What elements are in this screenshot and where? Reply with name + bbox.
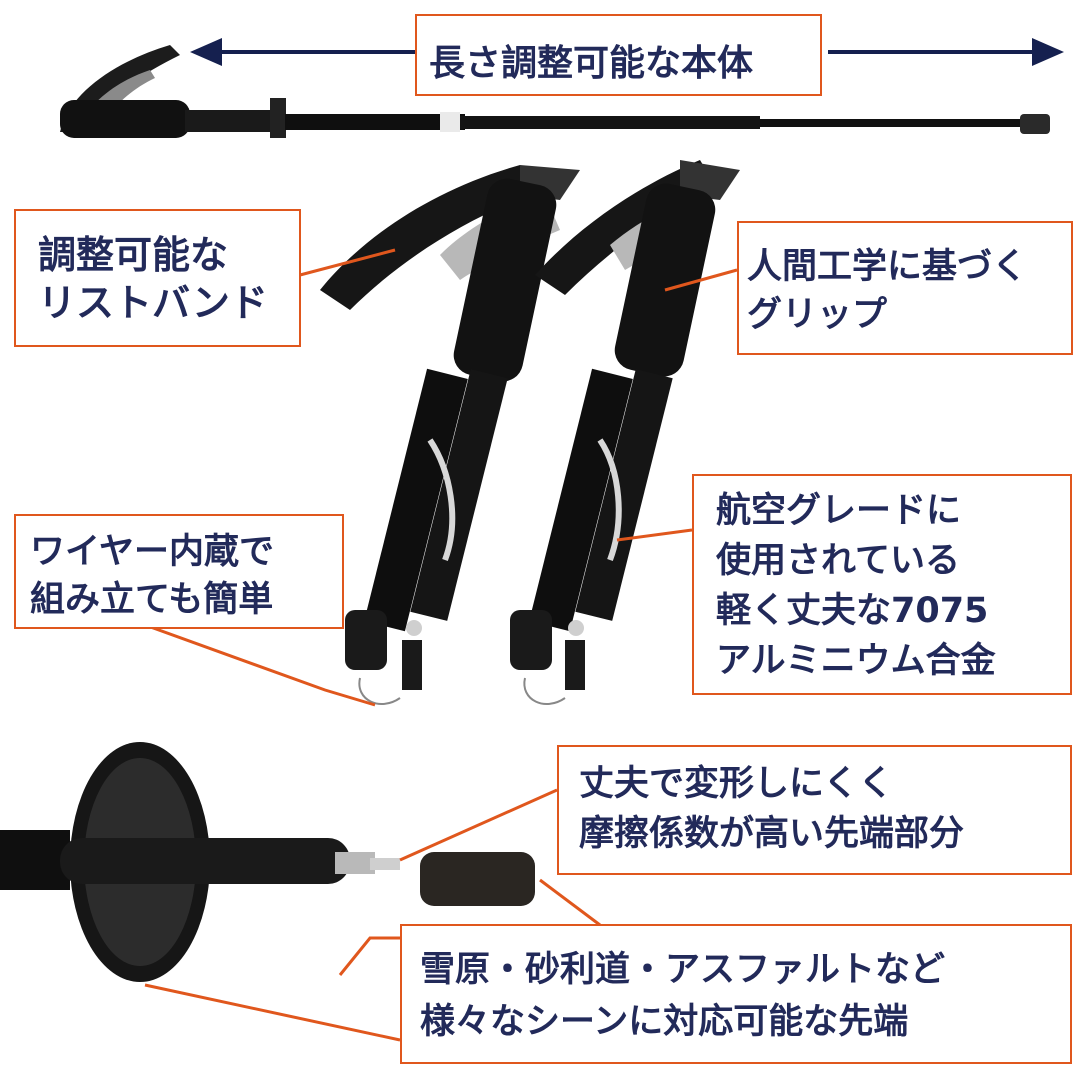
label-wire: ワイヤー内蔵で 組み立ても簡単 <box>14 514 344 629</box>
full-pole-image <box>60 45 1050 138</box>
label-length: 長さ調整可能な本体 <box>415 14 822 96</box>
folded-poles-image <box>320 160 740 705</box>
label-grip: 人間工学に基づく グリップ <box>737 221 1073 355</box>
tip-basket-image <box>0 742 535 982</box>
label-tip: 丈夫で変形しにくく 摩擦係数が高い先端部分 <box>557 745 1072 875</box>
label-strap: 調整可能な リストバンド <box>14 209 301 347</box>
label-alloy: 航空グレードに 使用されている 軽く丈夫な7075 アルミニウム合金 <box>692 474 1072 695</box>
length-arrow <box>190 38 1064 66</box>
label-basket: 雪原・砂利道・アスファルトなど 様々なシーンに対応可能な先端 <box>400 924 1072 1064</box>
leader-lines <box>144 248 738 1042</box>
